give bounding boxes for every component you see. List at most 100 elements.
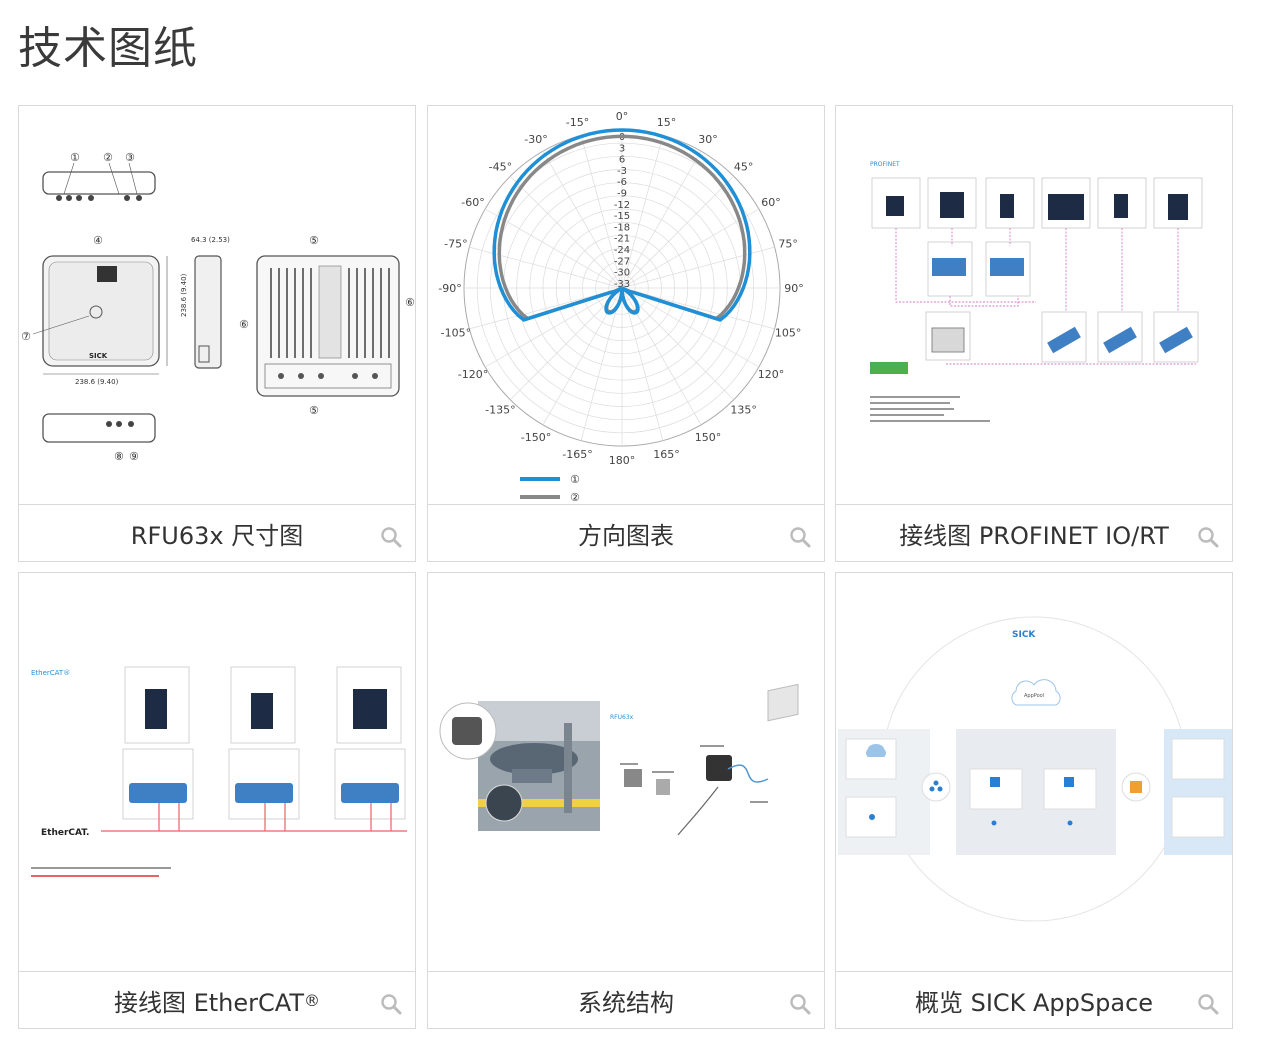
callout-5b: ⑤ bbox=[309, 404, 319, 417]
polar-spoke bbox=[542, 151, 623, 289]
polar-pattern-thumbnail[interactable]: 0°15°30°45°60°75°90°105°120°135°150°165°… bbox=[428, 106, 824, 505]
polar-spoke bbox=[580, 287, 623, 441]
dim-depth: 64.3 (2.53) bbox=[191, 236, 230, 244]
polar-spoke bbox=[621, 176, 734, 289]
polar-angle-label: 75° bbox=[778, 238, 798, 251]
callout-1: ① bbox=[70, 151, 80, 164]
polar-angle-label: -45° bbox=[489, 160, 512, 173]
card-caption: RFU63x 尺寸图 bbox=[19, 505, 415, 562]
appspace-overview-image: SICK AppPool bbox=[838, 616, 1232, 922]
appspace-logo: SICK bbox=[1012, 630, 1036, 640]
card-caption: 接线图 EtherCAT® bbox=[19, 972, 415, 1029]
caption-text: 概览 SICK AppSpace bbox=[914, 989, 1154, 1017]
polar-ring-label: 6 bbox=[619, 155, 625, 166]
magnifier-icon[interactable] bbox=[379, 992, 403, 1016]
magnifier-icon[interactable] bbox=[1196, 992, 1220, 1016]
polar-angle-label: 30° bbox=[698, 133, 718, 146]
polar-spoke bbox=[510, 287, 623, 400]
polar-angle-label: -120° bbox=[458, 368, 488, 381]
polar-angle-label: 135° bbox=[730, 404, 757, 417]
polar-ring-label: -6 bbox=[617, 177, 627, 188]
magnifier-icon[interactable] bbox=[788, 525, 812, 549]
polar-angle-label: 165° bbox=[653, 448, 680, 461]
magnifier-icon[interactable] bbox=[1196, 525, 1220, 549]
polar-ring-label: -30 bbox=[614, 268, 630, 279]
callout-3: ③ bbox=[125, 151, 135, 164]
card-profinet-wiring[interactable]: PROFINET 接线图 PROFINET IO/RT bbox=[835, 105, 1233, 562]
dim-width: 238.6 (9.40) bbox=[75, 378, 119, 386]
polar-angle-label: 15° bbox=[657, 116, 677, 129]
polar-spoke bbox=[621, 287, 734, 400]
profinet-wiring-image: PROFINET bbox=[870, 161, 1203, 422]
polar-ring-label: -3 bbox=[617, 166, 627, 177]
polar-spoke bbox=[621, 246, 775, 289]
card-caption: 方向图表 bbox=[428, 505, 824, 562]
dim-height: 238.6 (9.40) bbox=[180, 273, 188, 317]
card-appspace-overview[interactable]: SICK AppPool 概览 SICK AppSpace bbox=[835, 572, 1233, 1029]
card-caption: 概览 SICK AppSpace bbox=[836, 972, 1232, 1029]
system-structure-thumbnail[interactable]: RFU63x bbox=[428, 573, 824, 972]
polar-angle-label: 105° bbox=[775, 327, 802, 340]
polar-ring-label: -24 bbox=[614, 245, 630, 256]
ethercat-wiring-image: EtherCAT® EtherCAT. bbox=[31, 666, 407, 877]
polar-spoke bbox=[510, 176, 623, 289]
dimension-drawing-thumbnail[interactable]: ① ② ③ SICK ④ ⑦ 238.6 (9.40) 238.6 (9.40)… bbox=[19, 106, 415, 505]
polar-angle-label: 0° bbox=[616, 110, 629, 123]
polar-ring-label: -21 bbox=[614, 234, 630, 245]
callout-4: ④ bbox=[93, 234, 103, 247]
polar-spoke bbox=[469, 287, 623, 330]
polar-angle-label: -135° bbox=[485, 404, 515, 417]
polar-angle-label: 60° bbox=[761, 196, 781, 209]
polar-spoke bbox=[621, 208, 759, 289]
polar-angle-label: -90° bbox=[438, 282, 461, 295]
page-title: 技术图纸 bbox=[18, 23, 198, 74]
card-caption: 系统结构 bbox=[428, 972, 824, 1029]
magnifier-icon[interactable] bbox=[788, 992, 812, 1016]
polar-angle-label: -165° bbox=[562, 448, 592, 461]
ethercat-wiring-thumbnail[interactable]: EtherCAT® EtherCAT. bbox=[19, 573, 415, 972]
card-system-structure[interactable]: RFU63x 系统结构 bbox=[427, 572, 825, 1029]
polar-spoke bbox=[469, 246, 623, 289]
polar-ring-label: -9 bbox=[617, 189, 627, 200]
polar-spoke bbox=[580, 135, 623, 289]
ethercat-logo: EtherCAT. bbox=[41, 828, 89, 838]
polar-angle-label: -15° bbox=[566, 116, 589, 129]
device-logo: SICK bbox=[89, 352, 108, 360]
callout-6b: ⑥ bbox=[239, 318, 249, 331]
polar-spoke bbox=[621, 287, 775, 330]
callout-5: ⑤ bbox=[309, 234, 319, 247]
polar-ring-label: 3 bbox=[619, 143, 625, 154]
registered-mark: ® bbox=[304, 991, 321, 1010]
system-structure-image: RFU63x bbox=[439, 683, 799, 836]
card-caption: 接线图 PROFINET IO/RT bbox=[836, 505, 1232, 562]
callout-2: ② bbox=[103, 151, 113, 164]
appspace-overview-thumbnail[interactable]: SICK AppPool bbox=[836, 573, 1232, 972]
appspace-cloud-label: AppPool bbox=[1024, 693, 1044, 699]
polar-spoke bbox=[621, 287, 759, 368]
polar-spoke bbox=[485, 287, 623, 368]
legend-label-1: ① bbox=[570, 473, 580, 486]
system-tag: RFU63x bbox=[610, 714, 634, 721]
polar-angle-label: -105° bbox=[441, 327, 471, 340]
caption-text: RFU63x 尺寸图 bbox=[130, 522, 304, 550]
ethercat-tag: EtherCAT® bbox=[31, 669, 70, 677]
polar-angle-label: 150° bbox=[695, 431, 722, 444]
callout-7: ⑦ bbox=[21, 330, 31, 343]
card-polar-pattern[interactable]: 0°15°30°45°60°75°90°105°120°135°150°165°… bbox=[427, 105, 825, 562]
callout-6: ⑥ bbox=[405, 296, 415, 309]
polar-angle-label: 90° bbox=[784, 282, 804, 295]
polar-ring-label: -18 bbox=[614, 222, 630, 233]
polar-angle-label: -75° bbox=[444, 238, 467, 251]
card-ethercat-wiring[interactable]: EtherCAT® EtherCAT. 接线图 EtherCAT® bbox=[18, 572, 416, 1029]
polar-ring-label: -12 bbox=[614, 200, 630, 211]
polar-series-1 bbox=[492, 128, 752, 322]
magnifier-icon[interactable] bbox=[379, 525, 403, 549]
caption-text: 方向图表 bbox=[578, 522, 674, 550]
polar-pattern-image: 0°15°30°45°60°75°90°105°120°135°150°165°… bbox=[438, 110, 804, 504]
card-dimension-drawing[interactable]: ① ② ③ SICK ④ ⑦ 238.6 (9.40) 238.6 (9.40)… bbox=[18, 105, 416, 562]
profinet-wiring-thumbnail[interactable]: PROFINET bbox=[836, 106, 1232, 505]
callout-9: ⑨ bbox=[129, 450, 139, 463]
polar-spoke bbox=[621, 287, 664, 441]
legend-label-2: ② bbox=[570, 491, 580, 504]
polar-spoke bbox=[485, 208, 623, 289]
